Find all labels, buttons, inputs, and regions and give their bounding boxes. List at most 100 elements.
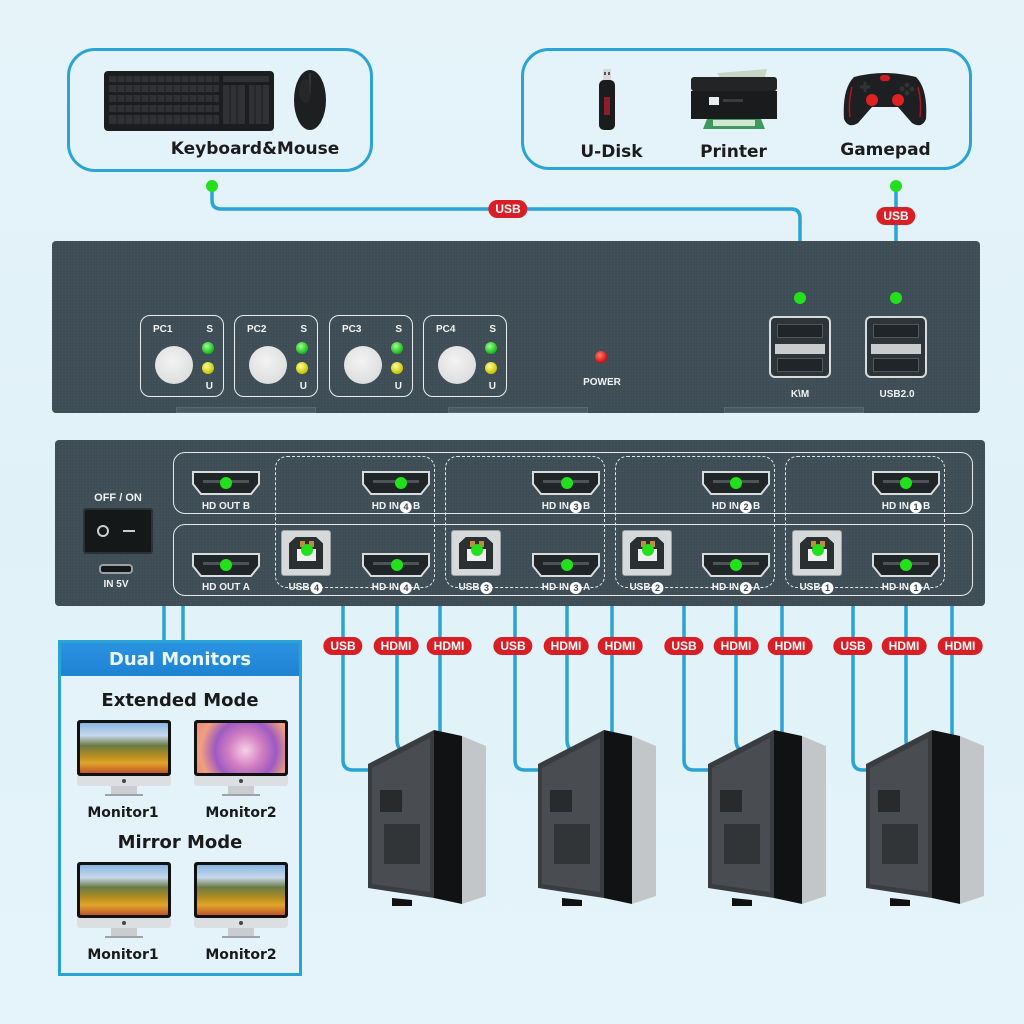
pc3-usb-led — [391, 362, 403, 374]
kvm-front-panel: PC1 S U PC2 S U PC3 S U PC4 S U POWER K\… — [52, 241, 980, 413]
gamepad-icon — [842, 67, 928, 129]
power-led — [595, 351, 607, 363]
pc4-signal-led — [485, 342, 497, 354]
mirror-monitor1-icon — [77, 862, 171, 938]
pc-tower-4 — [362, 728, 492, 908]
power-switch[interactable] — [83, 508, 153, 554]
extended-mode-title: Extended Mode — [101, 690, 259, 711]
keyboard-connector-dot — [206, 180, 218, 192]
hd-in-2b-dot — [730, 477, 742, 489]
hd-out-a-label: HD OUT A — [202, 582, 250, 593]
usb2-connector-dot — [890, 292, 902, 304]
pc2-label: PC2 — [247, 324, 267, 335]
usb-hub-usb-label: USB — [876, 207, 916, 225]
hd-in-3a-suffix: A — [583, 582, 591, 593]
usb-drive-label: U-Disk — [580, 142, 643, 162]
extended-monitor1-label: Monitor1 — [87, 805, 159, 821]
micro-usb-power-port[interactable] — [99, 564, 133, 574]
pc3-label: PC3 — [342, 324, 362, 335]
input-2-group — [615, 456, 775, 588]
dual-monitors-title: Dual Monitors — [61, 643, 299, 676]
mirror-mode-title: Mirror Mode — [117, 832, 243, 853]
hd-in-4b-suffix: B — [413, 501, 421, 512]
usb-2-pin — [641, 541, 646, 547]
hd-in-4b-number: 4 — [400, 501, 412, 513]
usb-2-pin — [650, 541, 655, 547]
mirror-monitor1-label: Monitor1 — [87, 947, 159, 963]
pc4-usb-pill: USB — [323, 637, 363, 655]
usb-4-dot — [301, 544, 313, 556]
dual-monitors-panel: Dual Monitors Extended Mode Monitor1 Mon… — [58, 640, 302, 976]
hd-out-b-dot — [220, 477, 232, 489]
pc4-select-group: PC4 S U — [423, 315, 507, 397]
pc-tower-1 — [860, 728, 990, 908]
usb-1-pin — [811, 541, 816, 547]
pc-tower-3 — [532, 728, 662, 908]
mirror-monitor1-wallpaper — [80, 865, 168, 915]
usb-2-text: USB — [629, 582, 651, 593]
pc3-switch-button[interactable] — [344, 346, 382, 384]
usb2-port[interactable] — [865, 316, 927, 378]
km-usb-port[interactable] — [769, 316, 831, 378]
front-foot-left — [176, 407, 316, 413]
usb-3-pin — [470, 541, 475, 547]
hd-in-3a-dot — [561, 559, 573, 571]
hd-in-2b-suffix: B — [753, 501, 761, 512]
hd-in-3b-text: HD IN — [541, 501, 569, 512]
pc2-u-label: U — [299, 381, 307, 392]
mirror-monitor1-screen — [77, 862, 171, 918]
pc4-label: PC4 — [436, 324, 456, 335]
hd-in-1a-dot — [900, 559, 912, 571]
mirror-monitor2-label: Monitor2 — [205, 947, 277, 963]
pc1-u-label: U — [205, 381, 213, 392]
pc2-usb-pill: USB — [664, 637, 704, 655]
pc1-usb-led — [202, 362, 214, 374]
pc3-hdmi-b-pill: HDMI — [597, 637, 643, 655]
pc4-u-label: U — [488, 381, 496, 392]
hd-in-3b-dot — [561, 477, 573, 489]
pc1-switch-button[interactable] — [155, 346, 193, 384]
extended-monitor2-base — [222, 794, 260, 796]
hd-in-4a-dot — [391, 559, 403, 571]
pc3-select-group: PC3 S U — [329, 315, 413, 397]
power-in-label: IN 5V — [103, 579, 129, 590]
extended-monitor1-icon — [77, 720, 171, 796]
keyboard-usb-label: USB — [488, 200, 528, 218]
extended-monitor2-label: Monitor2 — [205, 805, 277, 821]
hd-in-1a-text: HD IN — [881, 582, 909, 593]
hd-in-3a-text: HD IN — [541, 582, 569, 593]
pc1-hdmi-a-pill: HDMI — [881, 637, 927, 655]
pc4-switch-button[interactable] — [438, 346, 476, 384]
hd-in-4a-number: 4 — [400, 582, 412, 594]
usb-drive-icon — [596, 67, 618, 131]
hd-in-4a-text: HD IN — [371, 582, 399, 593]
input-4-group — [275, 456, 435, 588]
usb2-port-label: USB2.0 — [879, 389, 915, 400]
usb-3-pin — [479, 541, 484, 547]
hd-in-1b-number: 1 — [910, 501, 922, 513]
usb2-tongue — [871, 344, 921, 354]
usb-hub-connector-dot — [890, 180, 902, 192]
extended-monitor2-screen — [194, 720, 288, 776]
extended-monitor2-stand — [228, 786, 254, 794]
km-usb-tongue — [775, 344, 825, 354]
usb-4-pin — [309, 541, 314, 547]
hd-out-b-label: HD OUT B — [201, 501, 251, 512]
hd-out-b-group — [173, 452, 973, 514]
power-switch-label: OFF / ON — [94, 492, 142, 504]
usb-4-number: 4 — [310, 582, 323, 594]
hd-in-4a-suffix: A — [413, 582, 421, 593]
pc2-switch-button[interactable] — [249, 346, 287, 384]
hd-in-2a-text: HD IN — [711, 582, 739, 593]
printer-icon — [689, 67, 779, 131]
usb-3-text: USB — [458, 582, 480, 593]
hd-out-a-group — [173, 524, 973, 596]
hd-in-1b-text: HD IN — [881, 501, 909, 512]
